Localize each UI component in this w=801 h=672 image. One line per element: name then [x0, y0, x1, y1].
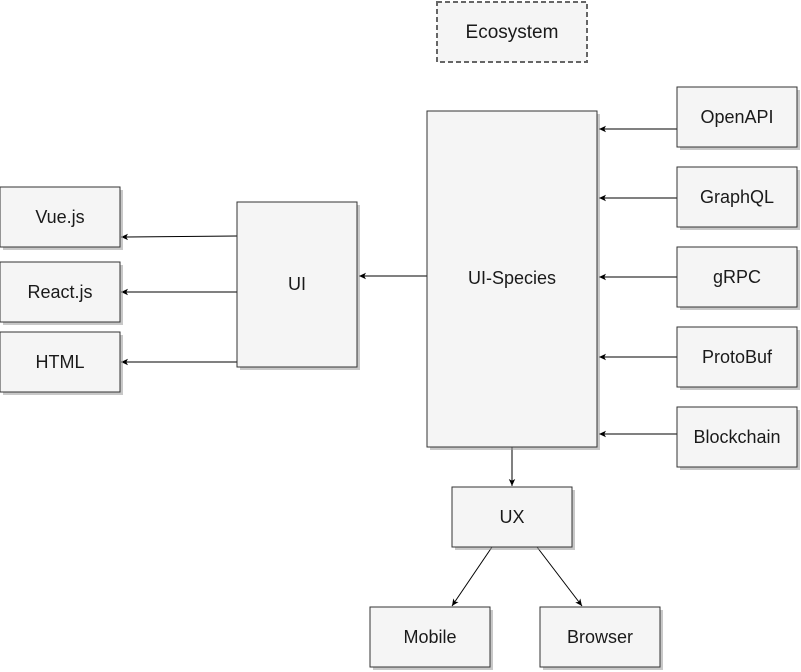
node-protobuf: ProtoBuf: [676, 326, 800, 390]
node-label-mobile: Mobile: [403, 627, 456, 647]
node-react: React.js: [0, 261, 123, 325]
edges: [120, 125, 677, 607]
node-ui: UI: [236, 201, 360, 370]
diagram-title: Ecosystem: [466, 22, 559, 43]
title-box: Ecosystem: [436, 1, 588, 63]
node-html: HTML: [0, 331, 123, 395]
node-graphql: GraphQL: [676, 166, 800, 230]
node-label-ui: UI: [288, 274, 306, 294]
node-blockchain: Blockchain: [676, 406, 800, 470]
edge-ui-to-vue: [120, 233, 238, 241]
node-label-protobuf: ProtoBuf: [702, 347, 773, 367]
node-ui-species: UI-Species: [426, 110, 600, 450]
node-label-ux: UX: [499, 507, 524, 527]
edge-ux-to-browser: [536, 546, 583, 607]
node-label-openapi: OpenAPI: [700, 107, 773, 127]
edge-ux-to-mobile: [451, 546, 493, 607]
node-label-ui-species: UI-Species: [468, 268, 556, 288]
node-label-html: HTML: [36, 352, 85, 372]
node-label-react: React.js: [27, 282, 92, 302]
node-ux: UX: [451, 486, 575, 550]
node-label-blockchain: Blockchain: [693, 427, 780, 447]
node-label-grpc: gRPC: [713, 267, 761, 287]
node-label-graphql: GraphQL: [700, 187, 774, 207]
node-vue: Vue.js: [0, 186, 123, 250]
node-browser: Browser: [539, 606, 663, 670]
node-label-browser: Browser: [567, 627, 633, 647]
node-label-vue: Vue.js: [35, 207, 84, 227]
node-openapi: OpenAPI: [676, 86, 800, 150]
node-mobile: Mobile: [369, 606, 493, 670]
node-grpc: gRPC: [676, 246, 800, 310]
